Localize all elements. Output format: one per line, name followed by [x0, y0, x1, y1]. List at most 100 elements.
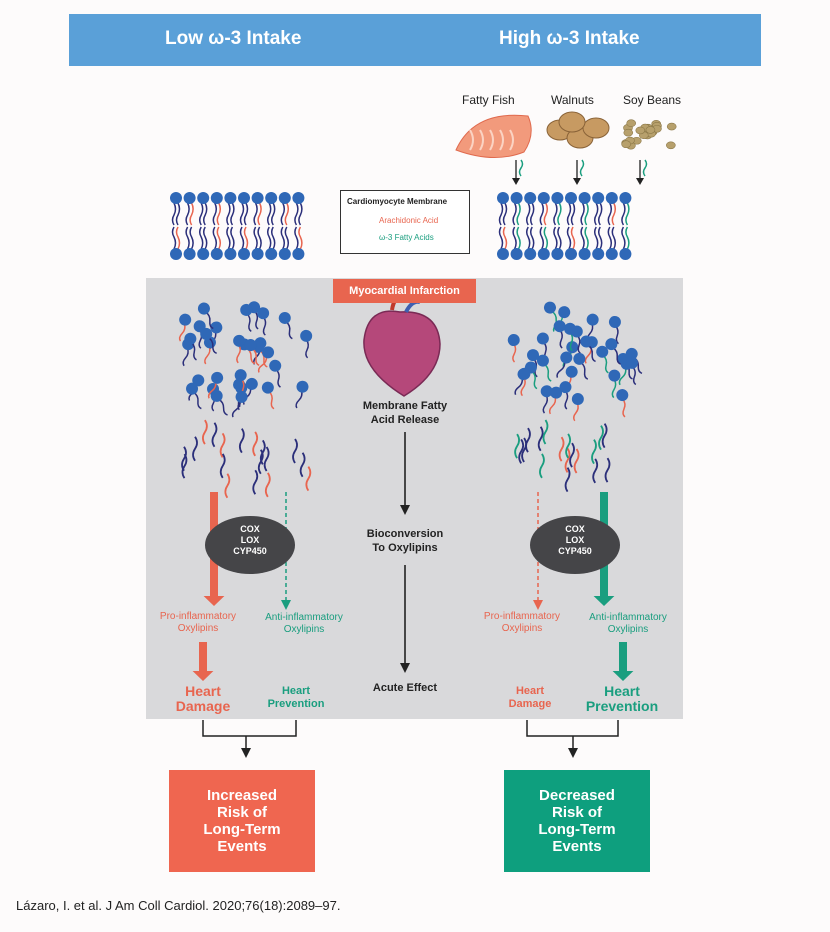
lipid-head — [224, 192, 237, 204]
lipid-head — [245, 377, 258, 390]
scattered-lipid — [616, 389, 629, 418]
lipid-tail — [529, 202, 535, 226]
lipid-tail — [275, 369, 281, 388]
lipid-tail — [202, 202, 208, 226]
right-heart-prevention: Heart Prevention — [572, 684, 672, 714]
lipid-head — [550, 386, 563, 399]
scattered-lipid — [269, 359, 282, 388]
lipid-head — [510, 248, 523, 260]
scattered-lipid — [231, 390, 248, 418]
bioconversion-label: Bioconversion To Oxylipins — [355, 527, 455, 555]
scattered-lipid — [244, 339, 260, 367]
walnuts-icon — [558, 111, 586, 133]
outcome-left-line-4: Events — [217, 838, 267, 855]
lipid-head — [524, 192, 537, 204]
lipid-tail — [543, 363, 552, 382]
lipid-tail — [559, 329, 563, 349]
scattered-lipid — [240, 303, 253, 332]
lipid-tail — [611, 379, 617, 399]
bracket — [202, 720, 297, 737]
lipid-tail — [189, 226, 194, 250]
lipid-tail — [512, 202, 517, 226]
lipid-head — [619, 248, 632, 260]
right-heart-damage: Heart Damage — [500, 685, 560, 711]
outcome-box-increased: Increased Risk of Long-Term Events — [169, 770, 315, 872]
acute-effect-label: Acute Effect — [372, 682, 438, 694]
enzyme-lox-left: LOX — [240, 535, 260, 545]
lipid-tail — [611, 226, 617, 250]
scattered-lipid — [553, 320, 566, 349]
lipid-tail — [593, 226, 599, 250]
right-prevention-arrow-head — [612, 671, 634, 681]
lipid-head — [570, 325, 583, 338]
lipid-head — [235, 390, 248, 403]
free-fatty-acid — [569, 442, 575, 468]
lipid-head — [578, 192, 591, 204]
scattered-lipid — [295, 380, 309, 409]
left-prevention-line-1: Heart — [281, 685, 311, 697]
free-fatty-acid — [558, 436, 565, 462]
left-anti-arrow-head — [281, 600, 291, 610]
lipid-tail — [243, 226, 249, 250]
lipid-tail — [189, 202, 194, 226]
free-fatty-acid — [292, 438, 298, 464]
lipid-head — [566, 341, 579, 354]
food-arrow-head — [636, 178, 644, 185]
lipid-tail — [602, 355, 609, 374]
center-arrow-2-head — [400, 663, 410, 673]
left-pro-label: Pro-inflammatory Oxylipins — [148, 611, 248, 635]
free-fatty-acid — [598, 425, 604, 451]
lipid-head — [296, 380, 309, 393]
scattered-lipid — [596, 345, 609, 374]
food-label-walnuts: Walnuts — [551, 93, 594, 107]
enzyme-cox-left: COX — [240, 524, 260, 534]
lipid-head — [233, 334, 246, 347]
release-line-1: Membrane Fatty — [362, 400, 448, 412]
lipid-head — [551, 192, 564, 204]
lipid-tail — [512, 343, 517, 363]
lipid-head — [244, 339, 257, 352]
release-line-2: Acid Release — [370, 414, 440, 426]
lipid-tail — [305, 339, 310, 359]
outcome-left-line-1: Increased — [206, 787, 278, 804]
free-fatty-acid — [192, 436, 198, 462]
left-pro-arrow-head — [203, 596, 225, 606]
lipid-head — [616, 389, 629, 402]
free-fatty-acid — [573, 448, 580, 474]
lipid-head — [586, 313, 599, 326]
lipid-tail — [607, 202, 613, 226]
lipid-tail — [253, 226, 258, 250]
enzyme-cyp-left: CYP450 — [233, 546, 267, 556]
lipid-head — [210, 248, 223, 260]
lipid-head — [197, 248, 210, 260]
lipid-tail — [175, 226, 181, 250]
lipid-head — [238, 248, 250, 260]
lipid-tail — [212, 202, 218, 226]
left-damage-line-2: Damage — [175, 698, 231, 714]
bracket — [526, 720, 619, 737]
lipid-tail — [280, 202, 286, 226]
scattered-lipid — [207, 371, 224, 399]
lipid-tail — [185, 226, 190, 250]
lipid-head — [210, 389, 223, 402]
lipid-tail — [285, 321, 293, 340]
lipid-tail — [597, 226, 603, 250]
lipid-head — [200, 327, 213, 340]
lipid-tail — [553, 226, 558, 250]
omega3-molecule — [579, 159, 585, 177]
scattered-lipid — [278, 311, 293, 340]
right-pro-line-1: Pro-inflammatory — [483, 611, 561, 622]
lipid-head — [251, 248, 264, 260]
right-pro-label: Pro-inflammatory Oxylipins — [472, 611, 572, 635]
lipid-tail — [514, 377, 524, 396]
scattered-lipid — [300, 329, 313, 359]
enzyme-cyp-right: CYP450 — [558, 546, 592, 556]
left-damage-line-1: Heart — [185, 683, 221, 699]
lipid-tail — [570, 226, 576, 250]
scattered-lipid — [570, 325, 583, 354]
lipid-tail — [498, 226, 504, 250]
free-fatty-acid — [219, 432, 226, 458]
lipid-head — [558, 306, 571, 319]
left-prevention-line-2: Prevention — [267, 698, 325, 710]
right-anti-line-1: Anti-inflammatory — [589, 612, 667, 623]
